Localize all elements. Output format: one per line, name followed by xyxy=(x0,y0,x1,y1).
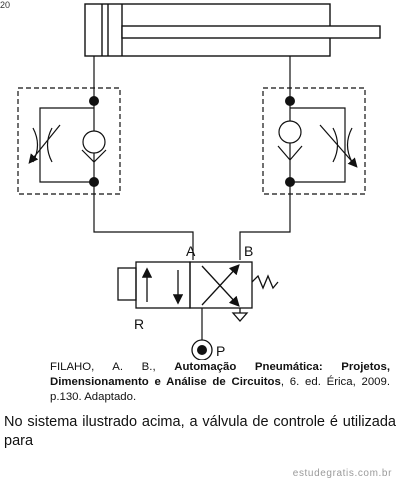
port-label-r: R xyxy=(134,316,144,332)
citation-details: , 6. ed. Érica, 2009. p.130. Adaptado. xyxy=(50,376,391,403)
citation-title: Automação Pneumática: Projetos, Dimensio… xyxy=(50,361,390,388)
pneumatic-cylinder xyxy=(84,3,381,57)
port-label-p: P xyxy=(216,343,225,359)
directional-control-valve xyxy=(117,261,279,322)
pressure-source xyxy=(191,339,213,360)
junction-dot xyxy=(89,177,99,187)
pipe-lines xyxy=(93,56,291,341)
flow-control-valve-right xyxy=(262,87,366,195)
junction-dot xyxy=(285,177,295,187)
citation: FILAHO, A. B., Automação Pneumática: Pro… xyxy=(50,360,390,405)
question-text: No sistema ilustrado acima, a válvula de… xyxy=(4,414,396,449)
junction-dot xyxy=(285,96,295,106)
junction-dot xyxy=(89,96,99,106)
port-label-b: B xyxy=(244,243,253,259)
watermark: estudegratis.com.br xyxy=(292,468,392,479)
port-label-a: A xyxy=(186,243,196,259)
flow-control-valve-left xyxy=(17,87,121,195)
corner-mark: 20 xyxy=(0,0,11,10)
citation-authors: FILAHO, A. B., xyxy=(50,361,175,373)
pneumatic-circuit-diagram: A B R P xyxy=(17,3,381,360)
